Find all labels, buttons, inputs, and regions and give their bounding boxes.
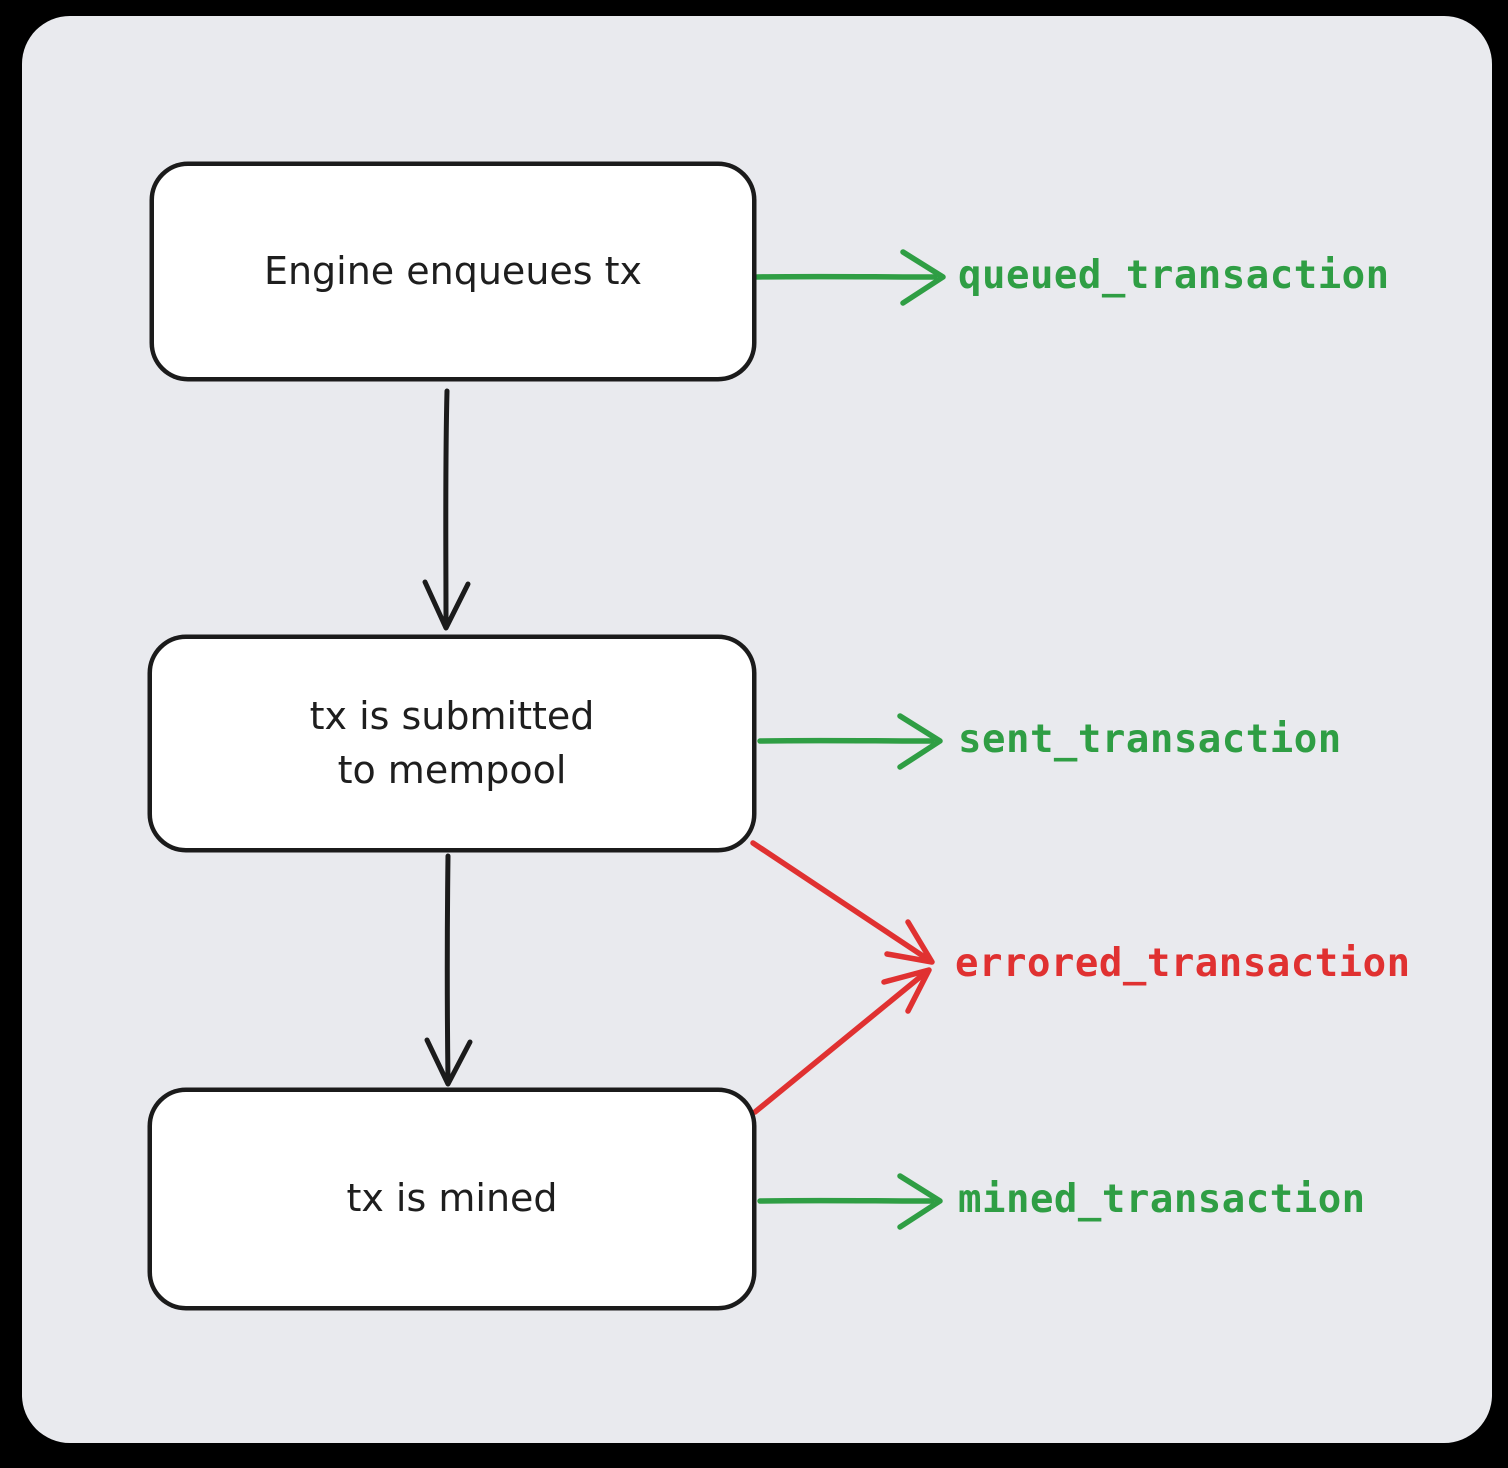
node-engine-enqueues-tx: Engine enqueues tx	[150, 162, 756, 381]
event-label-sent-transaction: sent_transaction	[958, 717, 1342, 762]
node-label: tx is submitted to mempool	[309, 693, 595, 792]
event-label-queued-transaction: queued_transaction	[958, 253, 1390, 298]
event-label-mined-transaction: mined_transaction	[958, 1177, 1366, 1222]
event-label-errored-transaction: errored_transaction	[955, 941, 1411, 986]
node-label: tx is mined	[346, 1176, 558, 1221]
node-tx-is-mined: tx is mined	[148, 1088, 756, 1310]
node-label: Engine enqueues tx	[263, 248, 643, 293]
node-tx-submitted-to-mempool: tx is submitted to mempool	[148, 635, 756, 852]
